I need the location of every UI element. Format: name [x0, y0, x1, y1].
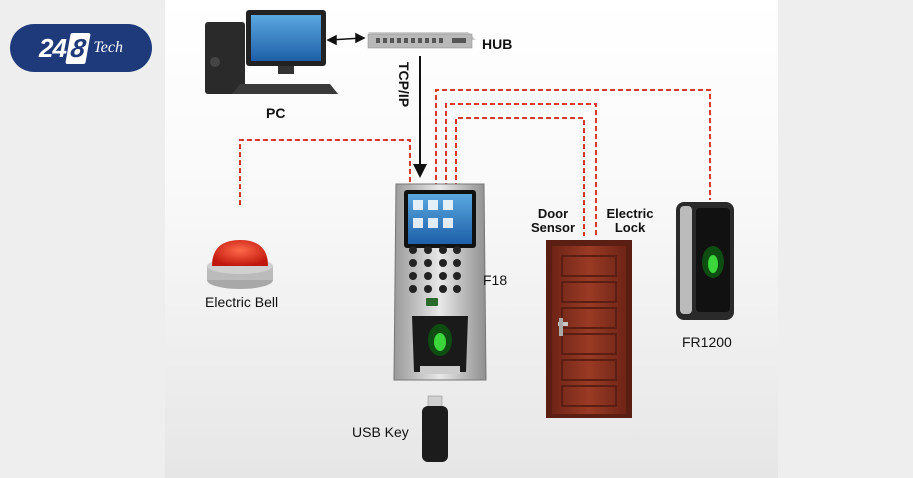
arrow-tcpip [413, 56, 427, 178]
label-tcpip: TCP/IP [396, 62, 412, 108]
bell-icon [207, 240, 273, 289]
label-door-sensor-line2: Sensor [530, 220, 576, 235]
door-icon [546, 240, 632, 418]
label-electric-lock: Electric Lock [600, 207, 660, 235]
hub-icon [367, 32, 476, 49]
arrow-pc-hub [326, 32, 366, 46]
label-electric-bell: Electric Bell [205, 294, 279, 310]
wire-lock [445, 103, 597, 236]
label-hub: HUB [482, 36, 513, 52]
usb-key-icon [422, 395, 448, 462]
brand-logo: 24 8 Tech [10, 24, 152, 72]
wire-fr1200 [435, 89, 711, 200]
wire-sensor [455, 117, 585, 236]
label-door-sensor-line1: Door [537, 206, 569, 221]
wires [239, 89, 711, 236]
fr1200-reader-icon [676, 202, 734, 320]
logo-text-tech: Tech [93, 39, 124, 56]
label-f18: F18 [483, 272, 508, 288]
label-electric-lock-line2: Lock [614, 220, 646, 235]
wire-bell [239, 139, 411, 205]
label-usb-key: USB Key [352, 424, 409, 440]
label-electric-lock-line1: Electric [606, 206, 654, 221]
logo-text-24: 24 [38, 32, 67, 63]
pc-icon [205, 10, 338, 94]
label-pc: PC [266, 105, 286, 121]
f18-terminal-icon [393, 183, 487, 381]
label-door-sensor: Door Sensor [528, 207, 578, 235]
label-fr1200: FR1200 [682, 334, 732, 350]
